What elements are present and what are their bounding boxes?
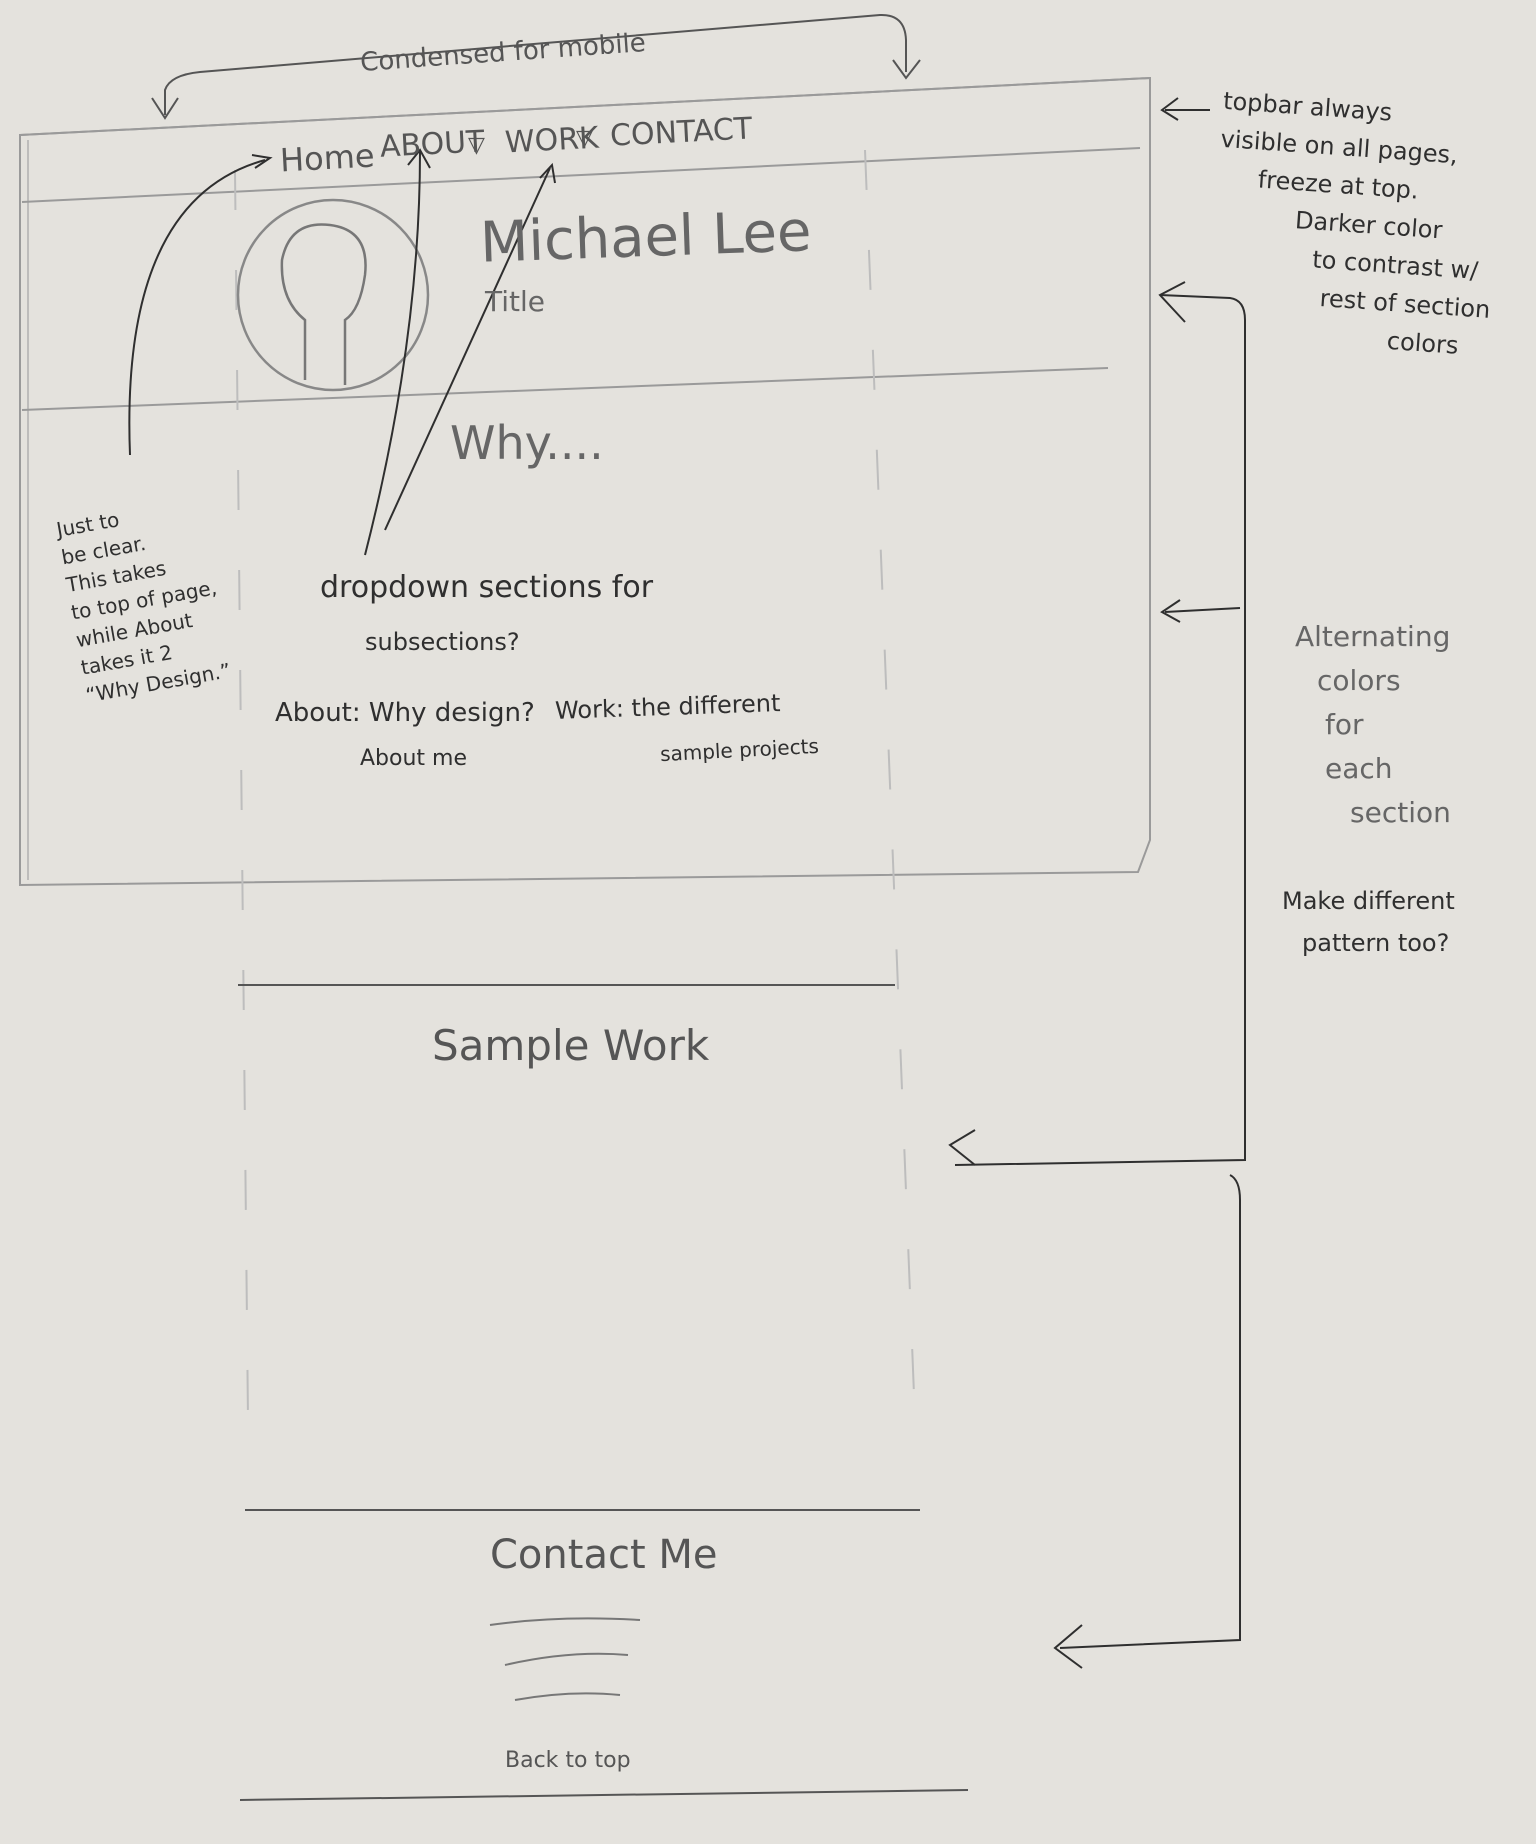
back-to-top-link[interactable]: Back to top: [505, 1748, 631, 1773]
about-sub-note: About: Why design?: [275, 698, 535, 728]
about-sub-note-2: About me: [360, 746, 468, 771]
sample-work-heading: Sample Work: [432, 1021, 710, 1070]
why-heading: Why....: [450, 416, 604, 470]
topbar-note: topbar always visible on all pages, free…: [1219, 86, 1492, 360]
nav-home[interactable]: Home: [279, 136, 376, 180]
nav-work-caret-icon[interactable]: ▽: [576, 126, 593, 151]
pattern-note: Make different pattern too?: [1282, 887, 1455, 957]
avatar-circle: [236, 198, 430, 392]
contact-me-heading: Contact Me: [490, 1532, 718, 1578]
nav-contact[interactable]: CONTACT: [609, 111, 754, 154]
work-sub-note: Work: the different: [554, 689, 781, 725]
alternating-note: Alternating colors for each section: [1295, 620, 1451, 829]
hero-name: Michael Lee: [478, 199, 813, 276]
dropdown-note-2: subsections?: [365, 628, 520, 656]
dropdown-note: dropdown sections for: [320, 570, 654, 605]
home-note: Just to be clear. This takes to top of p…: [54, 507, 233, 708]
hero-title: Title: [485, 285, 546, 318]
nav-about-caret-icon[interactable]: ▽: [468, 133, 485, 158]
